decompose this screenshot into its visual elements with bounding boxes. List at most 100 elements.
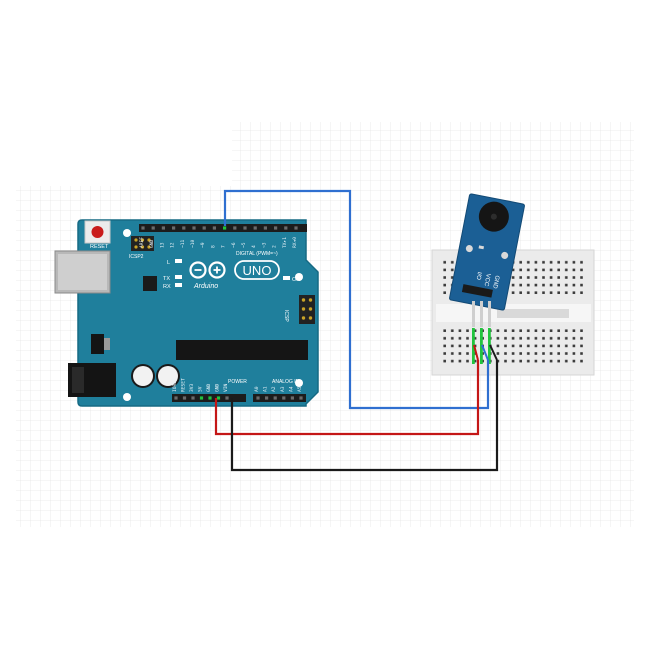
module-pin-gnd: GND <box>491 275 500 290</box>
capacitors <box>131 364 180 388</box>
header-pin[interactable] <box>223 226 227 230</box>
signal-wire-end <box>481 344 489 361</box>
mounting-hole <box>295 379 303 387</box>
board-leds <box>175 259 290 287</box>
pin-label: 3V3 <box>189 383 195 392</box>
header-pin[interactable] <box>182 396 187 400</box>
icsp2-header <box>131 236 154 251</box>
uno-badge: UNO <box>234 260 280 280</box>
power-header-label: POWER <box>228 379 247 385</box>
power-pin-holes <box>174 396 229 400</box>
led-l-label: L <box>167 260 170 266</box>
pin-label: VIN <box>223 383 229 392</box>
header-pin[interactable] <box>182 226 186 230</box>
header-pin[interactable] <box>274 226 278 230</box>
header-pin[interactable] <box>263 226 267 230</box>
module-pin-legs <box>472 301 491 327</box>
mounting-hole <box>123 393 131 401</box>
ground-wire-end <box>489 344 498 361</box>
header-pin[interactable] <box>174 396 178 400</box>
header-pin[interactable] <box>172 226 176 230</box>
header-pin[interactable] <box>256 396 260 400</box>
pin-label: 2 <box>272 245 278 248</box>
pin-label: 8 <box>210 245 216 248</box>
reset-button[interactable] <box>84 220 111 244</box>
header-pin[interactable] <box>243 226 247 230</box>
header-pin[interactable] <box>265 396 269 400</box>
header-pin[interactable] <box>294 226 298 230</box>
pin-label: A0 <box>254 386 260 392</box>
pin-label: ~6 <box>231 242 237 248</box>
uno-model-label: UNO <box>243 263 272 278</box>
module-pin-labels: I/O VCC GND <box>475 271 500 290</box>
pin-label: RESET <box>181 378 187 392</box>
pin-label: ~10 <box>190 239 196 248</box>
pin-label: GND <box>206 383 212 392</box>
header-pin[interactable] <box>233 226 237 230</box>
header-pin[interactable] <box>192 226 196 230</box>
pin-label: ~11 <box>180 239 186 248</box>
reset-label: RESET <box>90 244 109 250</box>
header-pin[interactable] <box>141 226 145 230</box>
pin-label: GND <box>149 239 155 248</box>
power-header[interactable] <box>172 394 246 402</box>
pin-label: IOREF <box>172 378 178 392</box>
usb-connector <box>54 250 111 294</box>
pin-label: RX◂0 <box>292 237 298 248</box>
analog-header-label: ANALOG IN <box>272 379 300 385</box>
arduino-brand-label: Arduino <box>193 283 218 290</box>
pin-label: 5V <box>198 386 204 392</box>
header-pin[interactable] <box>191 396 195 400</box>
header-pin[interactable] <box>212 226 216 230</box>
module-pin-vcc: VCC <box>482 273 490 287</box>
voltage-regulator-tab <box>104 338 110 350</box>
icsp-label: ICSP <box>283 310 289 322</box>
header-pin[interactable] <box>290 396 294 400</box>
usb-chip <box>143 276 157 291</box>
header-pin[interactable] <box>161 226 165 230</box>
icsp-header <box>299 295 315 324</box>
led-tx-label: TX <box>163 276 170 282</box>
header-pin[interactable] <box>151 226 155 230</box>
header-pin[interactable] <box>216 396 221 400</box>
pin-label: ~3 <box>261 242 267 248</box>
digital-pin-holes <box>141 226 298 230</box>
pin-label: 12 <box>170 242 176 248</box>
header-pin[interactable] <box>284 226 288 230</box>
pin-label: 7 <box>221 245 227 248</box>
header-pin[interactable] <box>282 396 286 400</box>
dc-power-jack <box>68 363 116 397</box>
digital-header[interactable] <box>139 224 307 232</box>
voltage-regulator <box>91 334 104 354</box>
header-pin[interactable] <box>202 226 206 230</box>
pin-label: ~5 <box>241 242 247 248</box>
mounting-hole <box>295 273 303 281</box>
header-pin[interactable] <box>273 396 277 400</box>
breadboard-lower-holes <box>439 327 587 367</box>
arduino-logo <box>189 261 226 279</box>
header-pin[interactable] <box>299 396 303 400</box>
signal-wire[interactable] <box>223 189 490 410</box>
module-pin-header <box>461 284 493 298</box>
power-wire[interactable] <box>214 360 480 436</box>
pin-label: A4 <box>288 386 294 392</box>
pin-label: A3 <box>280 386 286 392</box>
mounting-hole <box>123 229 131 237</box>
header-pin[interactable] <box>199 396 204 400</box>
pin-label: A1 <box>263 386 269 392</box>
buzzer-module[interactable]: I/O VCC GND <box>449 193 525 327</box>
header-pin[interactable] <box>225 396 229 400</box>
header-pin[interactable] <box>208 396 212 400</box>
header-pin[interactable] <box>253 226 257 230</box>
wires[interactable] <box>214 189 499 472</box>
pin-label: TX▸1 <box>282 237 288 248</box>
digital-header-label: DIGITAL (PWM=~) <box>236 251 278 257</box>
pin-label: A2 <box>271 386 277 392</box>
analog-header[interactable] <box>253 394 306 402</box>
ground-wire[interactable] <box>230 360 499 472</box>
